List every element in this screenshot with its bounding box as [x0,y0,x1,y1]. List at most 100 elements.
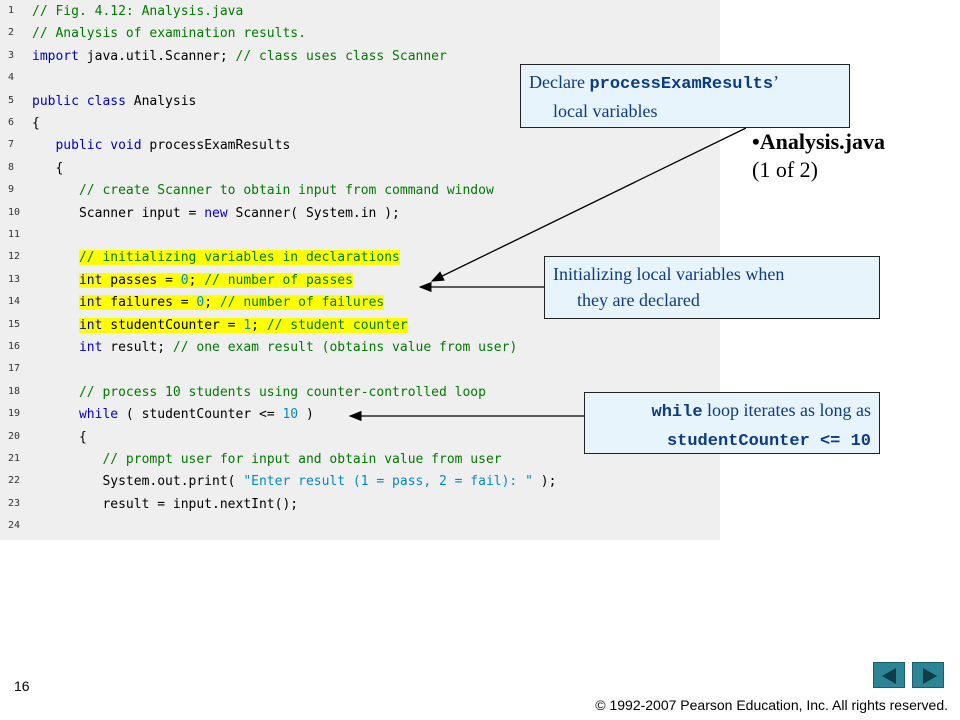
code-token: ; [251,317,267,333]
code-token: ); [532,474,557,490]
callout-declare-prefix: Declare [529,72,590,92]
line-number: 2 [8,27,15,39]
callout-declare-variables: Declare processExamResults’ local variab… [520,64,850,128]
line-number: 17 [8,363,21,375]
code-line: 18 // process 10 students using counter-… [0,382,720,404]
code-token: Scanner( System.in ); [227,205,400,221]
callout-while-code: while [651,403,703,422]
slide-number: 16 [14,678,30,694]
code-text: { [32,115,40,133]
code-text: int studentCounter = 1; // student count… [32,317,408,335]
callout-initializing-variables: Initializing local variables when they a… [544,256,880,319]
code-token: 1 [243,317,252,333]
code-token: // one exam result (obtains value from u… [172,340,518,355]
code-token: { [32,160,64,176]
code-token: // prompt user for input and obtain valu… [102,452,502,467]
code-line: 4 [0,68,720,90]
code-line: 7 public void processExamResults [0,135,720,157]
code-line: 14 int failures = 0; // number of failur… [0,292,720,314]
code-line: 21 // prompt user for input and obtain v… [0,449,720,471]
code-token [32,138,55,153]
right-triangle-icon [923,668,937,684]
line-number: 3 [8,49,15,61]
code-line: 11 [0,225,720,247]
code-text: public void processExamResults [32,137,290,155]
line-number: 1 [8,5,15,16]
line-number: 20 [8,430,21,442]
code-line: 9 // create Scanner to obtain input from… [0,180,720,202]
code-token [32,452,102,467]
line-number: 4 [8,72,15,84]
code-token: // create Scanner to obtain input from c… [78,183,494,199]
code-line: 10 Scanner input = new Scanner( System.i… [0,203,720,225]
left-triangle-icon [882,668,896,684]
code-token: 0 [196,295,205,311]
previous-slide-button[interactable] [873,662,905,688]
line-number: 24 [8,520,21,532]
code-token [32,295,79,310]
slide-title-filename: •Analysis.java [752,129,885,154]
code-line: 6{ [0,113,720,135]
code-line: 1 // Fig. 4.12: Analysis.java [0,1,720,23]
code-token: int [78,317,103,333]
code-token: result; [102,340,173,355]
callout-while-condition: studentCounter <= 10 [666,432,871,451]
code-line: 13 int passes = 0; // number of passes [0,270,720,292]
code-token [32,250,79,265]
code-text: public class Analysis [32,93,196,111]
line-number: 6 [8,117,15,128]
code-token: // number of passes [204,272,353,288]
callout-initializing-line1: Initializing local variables when [553,264,785,284]
callout-declare-suffix: ’ [773,72,780,92]
callout-initializing-line2: they are declared [577,290,700,310]
code-token: System.out.print( [32,474,244,490]
code-text: { [32,429,87,447]
code-line: 17 [0,359,720,381]
code-text: int result; // one exam result (obtains … [32,339,517,357]
code-text: Scanner input = new Scanner( System.in )… [32,205,400,223]
line-number: 16 [8,341,21,352]
code-token: passes = [102,272,181,288]
line-number: 13 [8,273,21,285]
code-line: 24 [0,516,720,538]
code-token: public class [32,93,126,109]
code-line: 12 // initializing variables in declarat… [0,247,720,269]
code-token: { [32,116,40,131]
code-token [32,318,79,333]
line-number: 19 [8,408,21,420]
code-token: import [32,48,79,64]
code-text: System.out.print( "Enter result (1 = pas… [32,473,556,491]
code-token [32,273,79,288]
line-number: 11 [8,229,21,240]
code-text: // Fig. 4.12: Analysis.java [32,3,243,21]
line-number: 10 [8,206,21,218]
code-token: // number of failures [219,295,385,311]
code-text: // initializing variables in declaration… [32,249,400,267]
code-token: // Fig. 4.12: Analysis.java [32,4,244,19]
code-line: 2// Analysis of examination results. [0,23,720,45]
code-text: result = input.nextInt(); [32,496,298,514]
code-text: // create Scanner to obtain input from c… [32,182,494,200]
callout-declare-code: processExamResults [589,75,774,94]
code-token: while [78,407,119,423]
code-text: { [32,160,63,178]
code-token: failures = [102,295,197,311]
code-token: int [78,340,103,355]
line-number: 23 [8,497,21,509]
code-token [32,183,79,198]
code-text: // process 10 students using counter-con… [32,384,486,402]
slide-title-part: (1 of 2) [752,157,818,182]
code-token: int [78,295,103,311]
line-number: 12 [8,251,21,263]
code-line: 23 result = input.nextInt(); [0,494,720,516]
code-line: 22 System.out.print( "Enter result (1 = … [0,471,720,493]
code-token: ; [204,295,220,311]
code-token [32,407,79,422]
line-number: 18 [8,385,21,397]
code-line: 8 { [0,158,720,180]
code-text: int failures = 0; // number of failures [32,294,385,312]
code-token: int [78,272,103,288]
next-slide-button[interactable] [912,662,944,688]
